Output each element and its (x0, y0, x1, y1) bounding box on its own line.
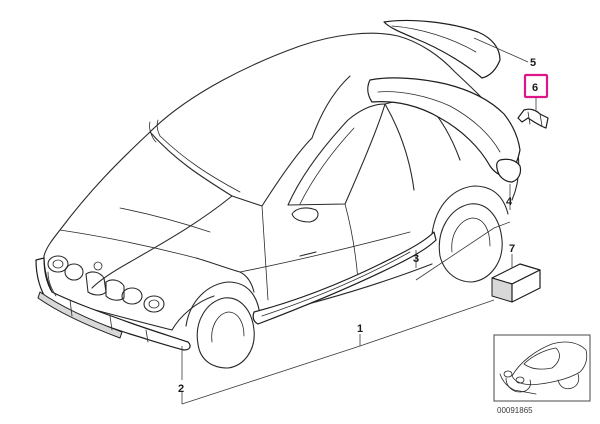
thumbnail-frame (493, 334, 591, 402)
overview-thumbnail: 00091865 (493, 334, 591, 415)
part-roof-spoiler (383, 19, 501, 79)
part-block (491, 263, 541, 303)
part-bracket (517, 108, 549, 129)
callout-7: 7 (509, 243, 515, 255)
callout-6-highlight (523, 73, 549, 99)
leader-lines (181, 37, 537, 405)
part-rear-apron (367, 77, 522, 183)
callout-4: 4 (506, 196, 513, 208)
callout-labels: 1 2 3 4 5 6 7 (178, 57, 549, 395)
callout-2: 2 (178, 383, 184, 395)
callout-5: 5 (530, 57, 536, 69)
reference-number: 00091865 (497, 406, 533, 415)
callout-6: 6 (532, 82, 538, 94)
thumbnail-car (499, 341, 588, 395)
part-front-spoiler (35, 257, 191, 351)
callout-3: 3 (413, 253, 419, 265)
car-body-outline (43, 32, 520, 369)
callout-1: 1 (357, 323, 363, 335)
part-side-skirt (252, 231, 437, 325)
